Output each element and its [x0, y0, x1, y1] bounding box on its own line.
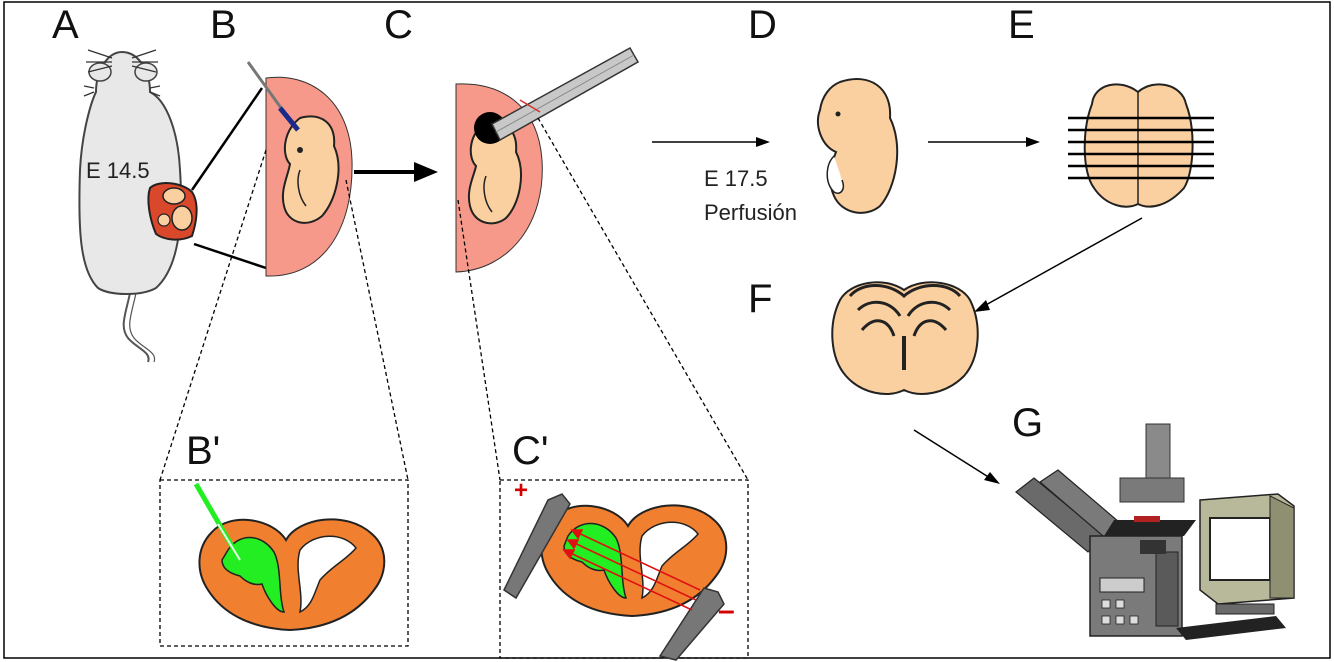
embryo-illustration [818, 79, 897, 213]
mouse-stage-label: E 14.5 [86, 158, 150, 183]
brain-slicing-illustration [1068, 84, 1214, 206]
panel-label-e: E [1008, 3, 1035, 47]
uterus-electroporation-illustration [456, 48, 638, 272]
zoom-line [194, 244, 266, 268]
perfusion-label: Perfusión [704, 200, 797, 225]
coronal-sections-illustration [832, 282, 977, 394]
panel-label-c: C [384, 3, 413, 47]
arrow-e-to-f [974, 218, 1142, 312]
arrow-f-to-g [914, 430, 1000, 484]
zoom-line [192, 88, 262, 190]
panel-label-b-prime: B' [186, 429, 220, 473]
arrow-d-to-e [928, 137, 1040, 147]
panel-label-g: G [1012, 401, 1043, 445]
positive-electrode-sign: + [514, 477, 528, 504]
negative-electrode-sign: – [718, 594, 735, 627]
panel-label-b: B [210, 3, 237, 47]
brain-section-electroporated [504, 494, 726, 660]
panel-label-f: F [748, 277, 772, 321]
uterus-injection-illustration [248, 62, 352, 276]
mouse-illustration [79, 50, 196, 362]
arrow-c-to-d [652, 137, 770, 147]
monitor-illustration [1176, 494, 1294, 640]
panel-label-c-prime: C' [512, 429, 549, 473]
zoom-line-dashed [346, 180, 408, 480]
panel-label-a: A [52, 3, 79, 47]
microscope-illustration [1016, 424, 1196, 636]
panel-label-d: D [748, 3, 777, 47]
brain-section-injected [196, 484, 384, 630]
arrow-b-to-c [354, 162, 438, 182]
stage-d-label: E 17.5 [704, 166, 768, 191]
